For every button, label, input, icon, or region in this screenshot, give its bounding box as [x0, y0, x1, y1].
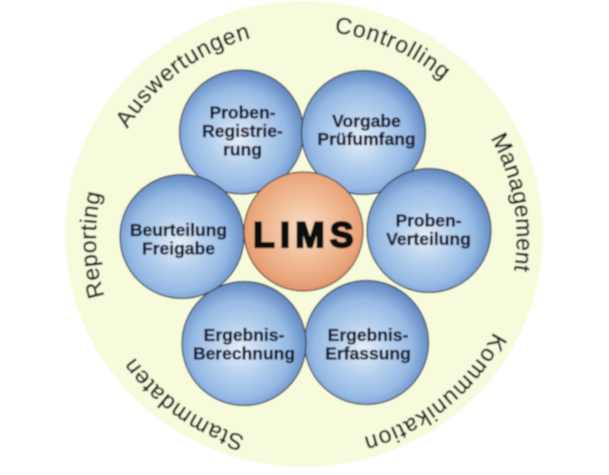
svg-text:Ergebnis-Berechnung: Ergebnis-Berechnung [193, 325, 295, 363]
svg-text:LIMS: LIMS [253, 216, 359, 255]
svg-text:Proben-Verteilung: Proben-Verteilung [386, 211, 471, 249]
svg-text:Reporting: Reporting [75, 188, 109, 301]
svg-text:Ergebnis-Erfassung: Ergebnis-Erfassung [325, 325, 411, 363]
svg-text:Proben-Registrie-rung: Proben-Registrie-rung [202, 103, 283, 160]
